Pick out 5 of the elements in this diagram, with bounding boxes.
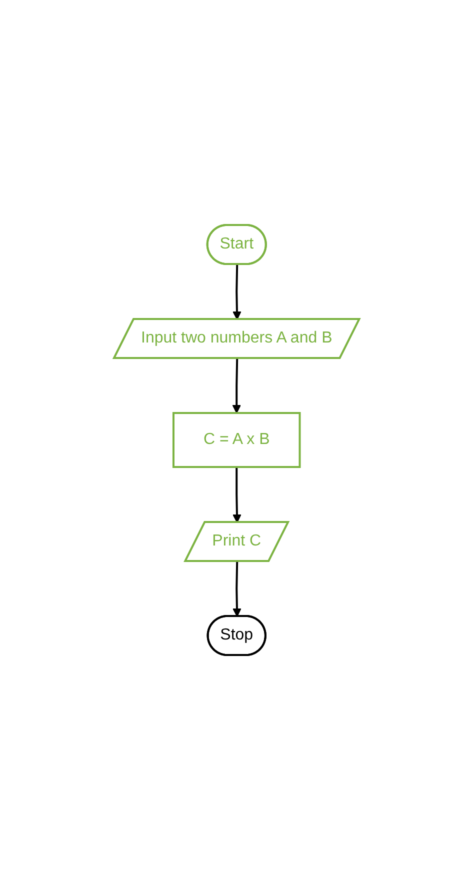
arrow xyxy=(232,264,242,320)
arrow xyxy=(232,560,242,616)
arrow xyxy=(232,358,242,413)
arrow xyxy=(232,466,242,522)
node-box: C = A x B xyxy=(172,412,302,468)
